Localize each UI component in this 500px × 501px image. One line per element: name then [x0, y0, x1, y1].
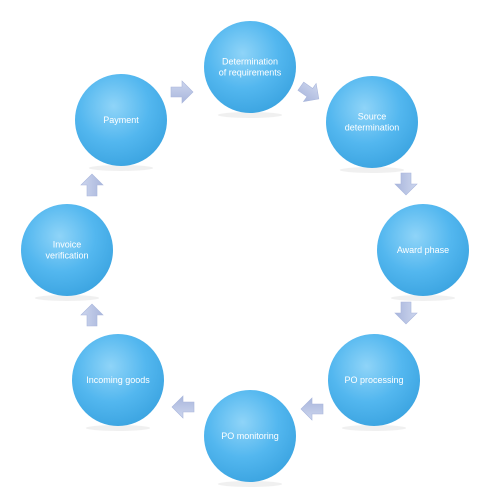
node-po-processing: PO processing — [328, 334, 420, 431]
node-circle — [204, 390, 296, 482]
arrow-left-icon — [300, 397, 324, 421]
node-circle — [377, 204, 469, 296]
node-circle — [72, 334, 164, 426]
arrow-right-down-icon — [297, 81, 320, 103]
node-incoming-goods: Incoming goods — [72, 334, 164, 431]
arrow-left-icon — [171, 395, 195, 419]
node-label: Invoice — [53, 240, 82, 250]
arrow-up-icon — [80, 303, 104, 327]
node-shadow — [339, 167, 405, 173]
node-label: Determination — [222, 57, 278, 67]
arrow-up-icon — [80, 173, 104, 197]
node-shadow — [85, 425, 151, 431]
node-label: PO processing — [344, 375, 403, 385]
node-payment: Payment — [75, 74, 167, 171]
node-shadow — [34, 295, 100, 301]
arrow-down-icon — [394, 172, 418, 196]
node-shadow — [88, 165, 154, 171]
node-shadow — [390, 295, 456, 301]
node-circle — [21, 204, 113, 296]
node-label: PO monitoring — [221, 431, 279, 441]
node-circle — [204, 21, 296, 113]
node-shadow — [341, 425, 407, 431]
node-label: verification — [45, 251, 88, 261]
node-circle — [328, 334, 420, 426]
node-label: Payment — [103, 115, 139, 125]
node-circle — [75, 74, 167, 166]
node-label: Award phase — [397, 245, 449, 255]
arrows-layer — [80, 80, 418, 421]
node-shadow — [217, 112, 283, 118]
node-label: of requirements — [219, 68, 282, 78]
node-label: Incoming goods — [86, 375, 150, 385]
node-shadow — [217, 481, 283, 487]
node-label: determination — [345, 123, 400, 133]
node-po-monitoring: PO monitoring — [204, 390, 296, 487]
arrow-right-icon — [170, 80, 194, 104]
node-label: Source — [358, 112, 387, 122]
node-award-phase: Award phase — [377, 204, 469, 301]
node-circle — [326, 76, 418, 168]
arrow-down-icon — [394, 301, 418, 325]
